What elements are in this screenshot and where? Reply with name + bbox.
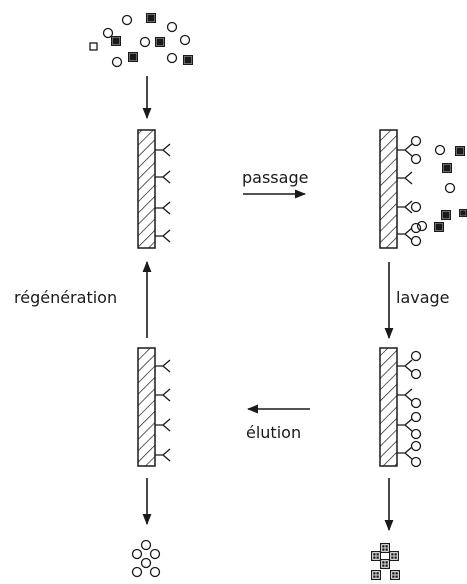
column-washed [379, 347, 422, 468]
label-regeneration: régénération [14, 288, 117, 307]
label-passage: passage [242, 168, 308, 187]
label-lavage: lavage [396, 288, 450, 307]
free-particles [416, 144, 467, 232]
column-regenerated [137, 347, 171, 467]
eluted-targets [131, 539, 161, 578]
column-initial [137, 129, 171, 249]
ligands [155, 143, 171, 243]
label-elution: élution [246, 423, 301, 442]
input-mixture [89, 13, 193, 68]
column-loaded [379, 129, 467, 249]
washed-contaminants [371, 543, 400, 580]
ligands-bound [397, 135, 422, 247]
